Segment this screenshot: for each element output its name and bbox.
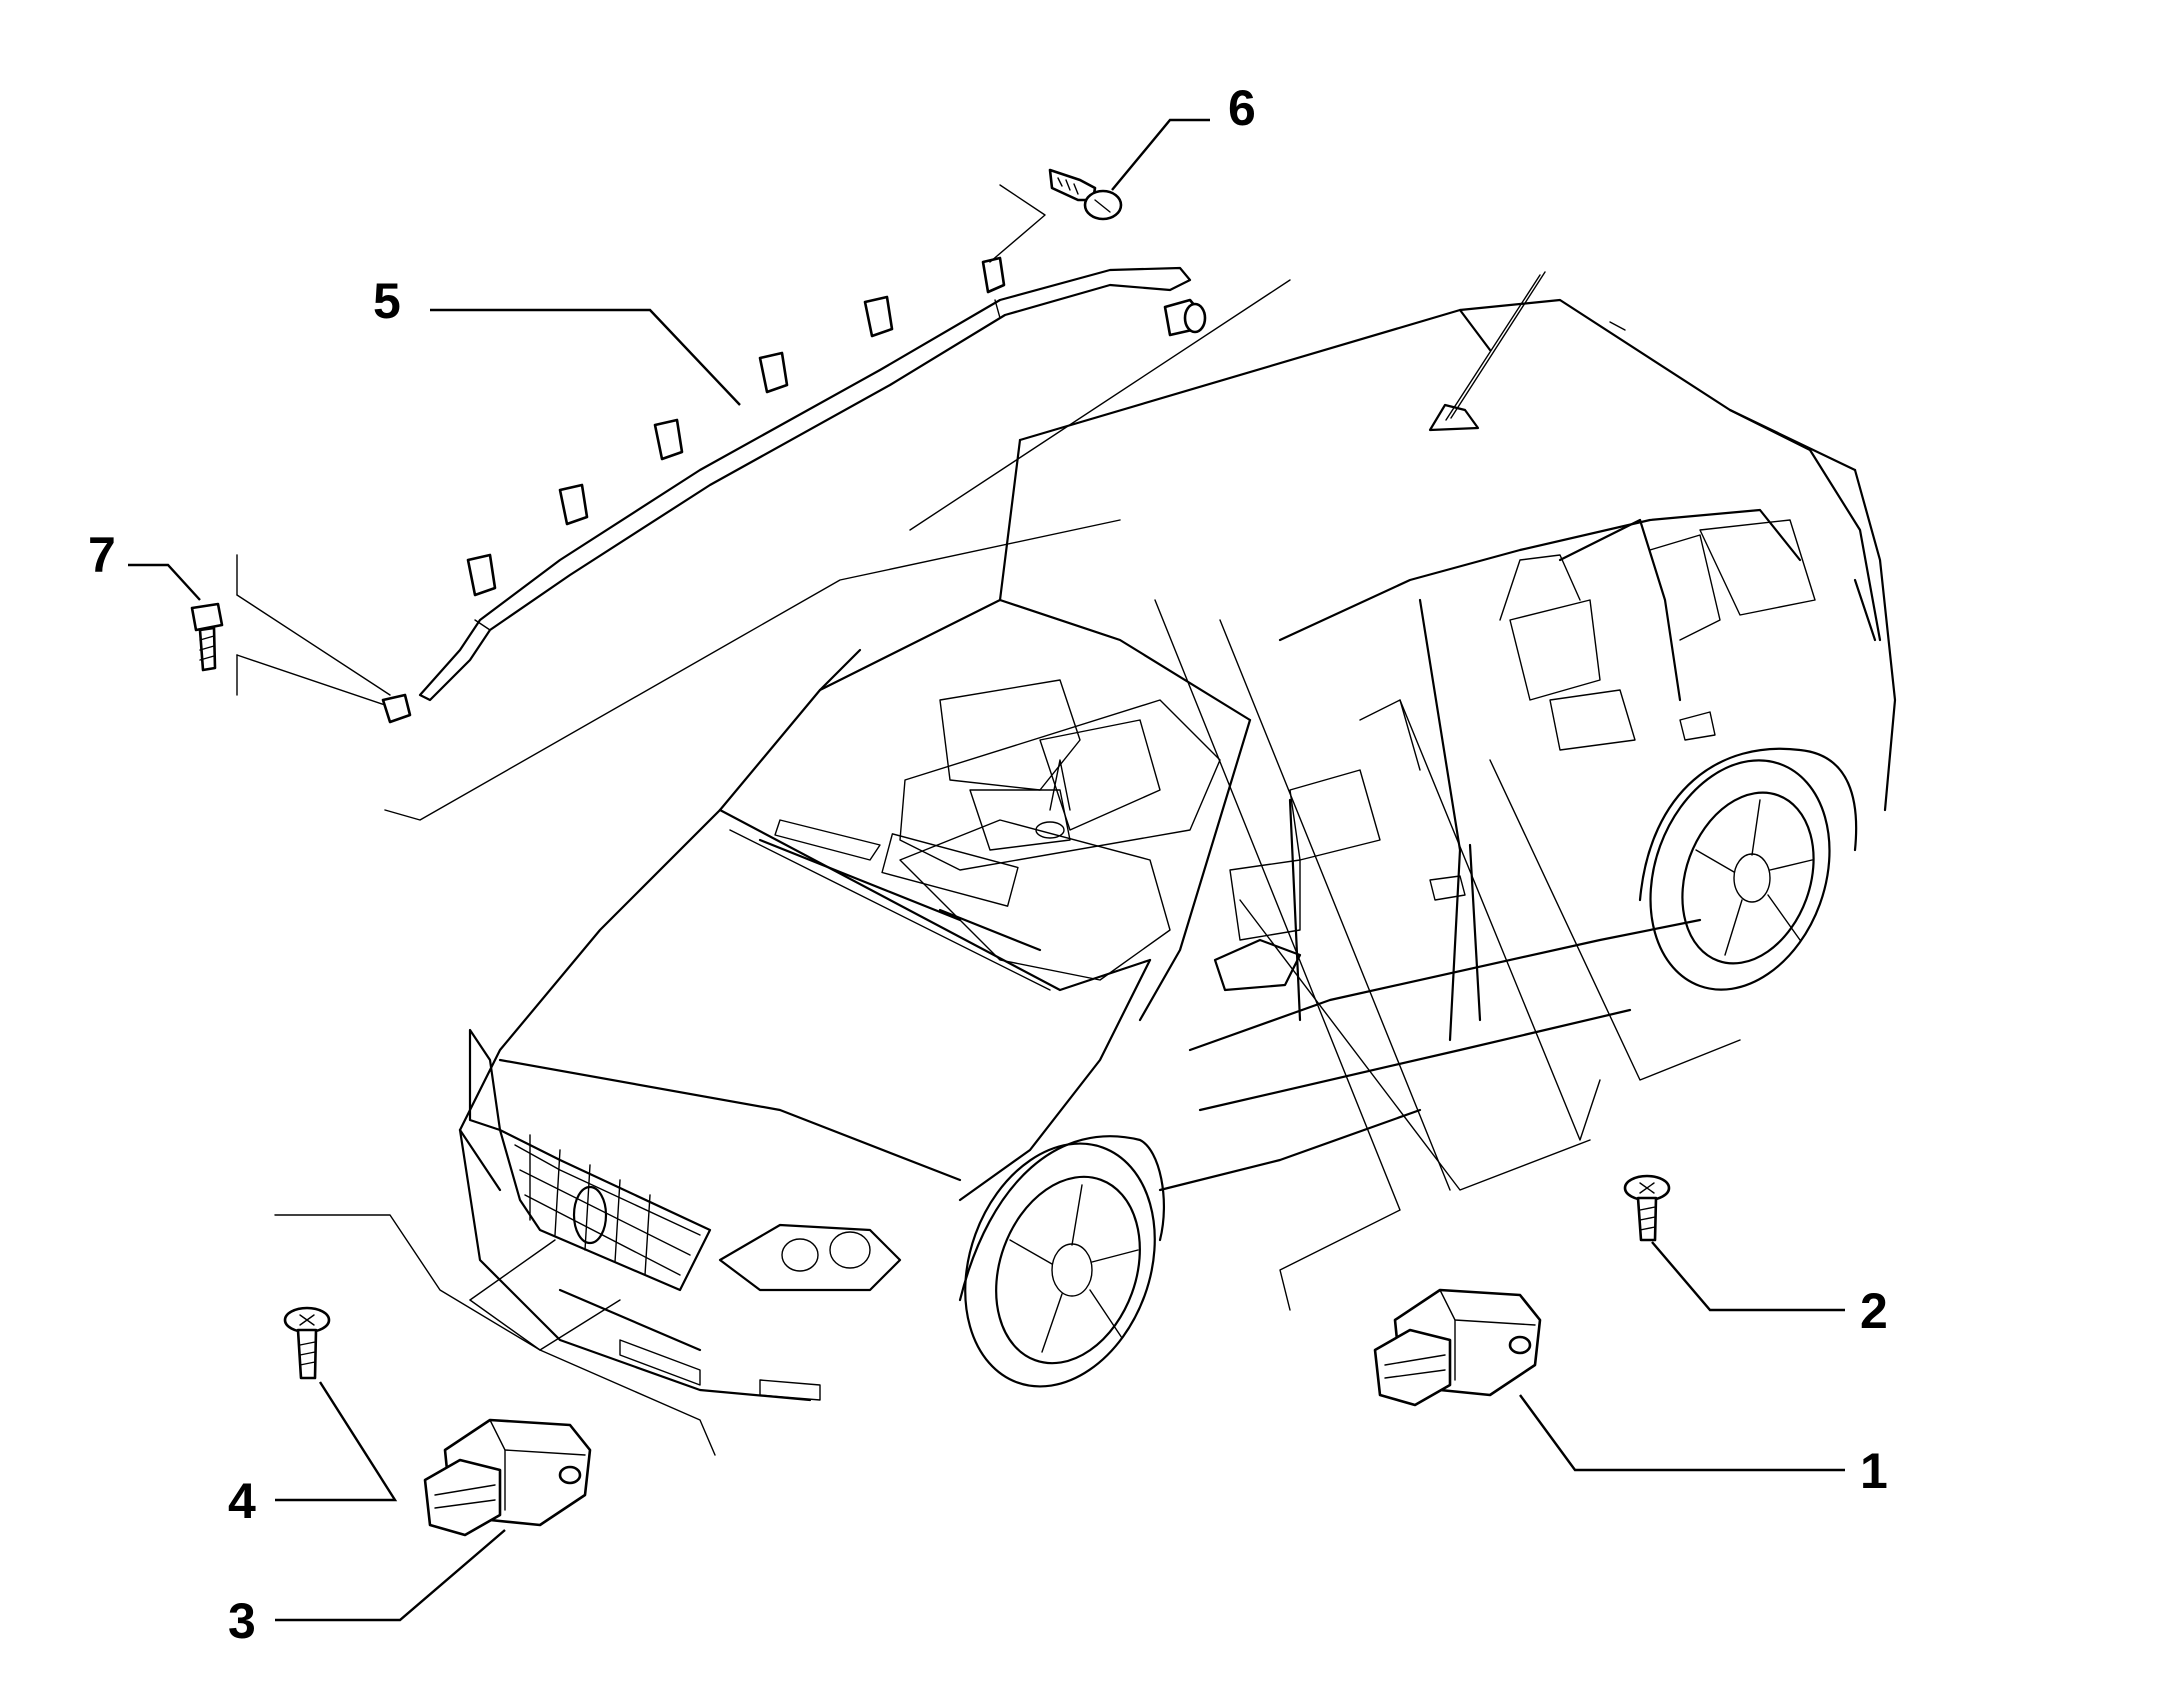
headlight (718, 1223, 902, 1292)
seats-front (899, 679, 1221, 871)
leader-2 (1651, 1241, 1845, 1312)
bolt-part-7 (190, 602, 224, 672)
side-mirror (1213, 938, 1302, 992)
airbag-connector (1163, 298, 1207, 337)
badge-emblem (572, 1185, 608, 1245)
bolt-part-6 (1048, 168, 1123, 221)
crash-sensor-part-3 (423, 1418, 592, 1537)
callout-5: 5 (373, 273, 401, 329)
airbag-mounting-clips (381, 256, 1006, 724)
screw-part-4 (283, 1306, 331, 1380)
guide-lines (236, 279, 1741, 1456)
callout-4: 4 (228, 1473, 256, 1529)
front-grille (498, 1128, 712, 1292)
door-handle-front (1429, 875, 1466, 901)
callout-1: 1 (1860, 1443, 1888, 1499)
crash-sensor-part-1 (1373, 1288, 1542, 1407)
leader-1 (1519, 1394, 1845, 1472)
car-body (458, 271, 1897, 1402)
callout-labels: 1 2 3 4 5 6 7 (88, 80, 1888, 1649)
leader-6 (1111, 118, 1210, 191)
door-handle-rear (1679, 711, 1716, 741)
leader-3 (275, 1529, 506, 1622)
callout-2: 2 (1860, 1283, 1888, 1339)
leader-7 (128, 563, 201, 601)
callout-7: 7 (88, 527, 116, 583)
screw-part-2 (1623, 1174, 1671, 1242)
front-wheel (964, 1142, 1156, 1388)
roof-antenna (1428, 271, 1546, 432)
callout-3: 3 (228, 1593, 256, 1649)
leader-4 (275, 1381, 398, 1502)
leader-lines (128, 118, 1845, 1622)
curtain-airbag (381, 256, 1207, 724)
seats-rear (1229, 554, 1636, 941)
rear-wheel (1649, 759, 1831, 991)
callout-6: 6 (1228, 80, 1256, 136)
leader-5 (430, 308, 741, 406)
